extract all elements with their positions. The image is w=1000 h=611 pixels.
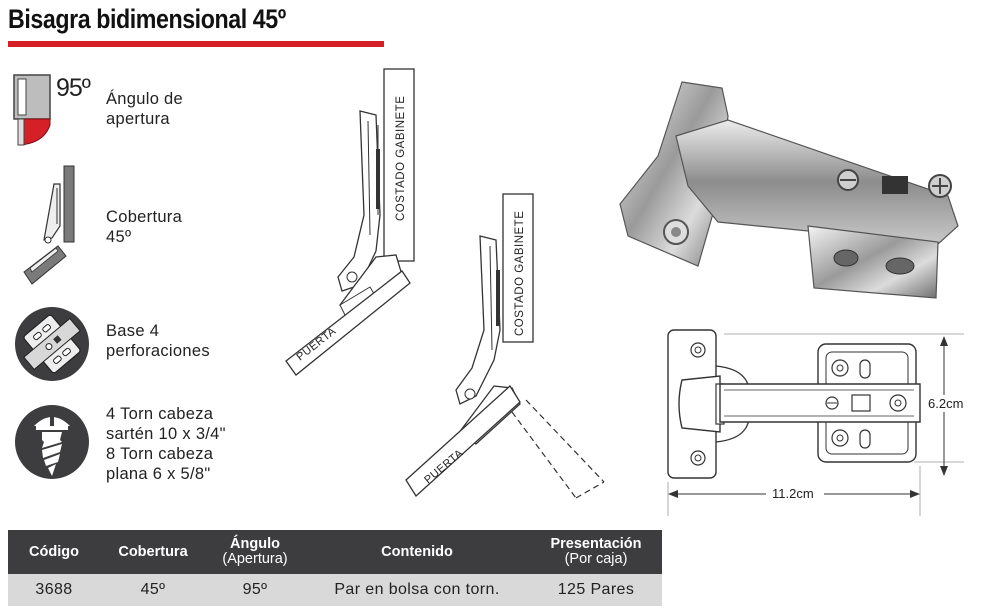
height-dimension: 6.2cm xyxy=(926,395,966,412)
cell-contenido: Par en bolsa con torn. xyxy=(304,574,530,606)
header-codigo: Código xyxy=(8,530,100,574)
base-plate-text: Base 4 perforaciones xyxy=(106,321,210,361)
hinge-product-photo xyxy=(619,81,959,299)
installation-diagram-closed: COSTADO GABINETE PUERTA xyxy=(285,68,415,376)
opening-angle-icon xyxy=(13,74,51,146)
cabinet-label: COSTADO GABINETE xyxy=(395,96,407,221)
width-dimension: 11.2cm xyxy=(772,486,814,501)
cell-angulo: 95º xyxy=(206,574,304,606)
feature-line: plana 6 x 5/8" xyxy=(106,465,211,483)
cell-cobertura: 45º xyxy=(100,574,206,606)
table-header-row: Código Cobertura Ángulo(Apertura) Conten… xyxy=(8,530,662,574)
screw-icon xyxy=(15,405,89,479)
hinge-technical-drawing xyxy=(667,329,964,516)
feature-line: sartén 10 x 3/4" xyxy=(106,425,226,443)
header-presentacion: Presentación(Por caja) xyxy=(530,530,662,574)
cabinet-label: COSTADO GABINETE xyxy=(514,211,526,336)
opening-angle-text: Ángulo de apertura xyxy=(106,89,183,129)
feature-line: perforaciones xyxy=(106,342,210,360)
spec-table: Código Cobertura Ángulo(Apertura) Conten… xyxy=(8,530,662,606)
title-underline xyxy=(8,41,384,47)
feature-line: 45º xyxy=(106,228,132,246)
overlay-text: Cobertura 45º xyxy=(106,207,182,247)
opening-angle-badge: 95º xyxy=(56,74,91,102)
header-cobertura: Cobertura xyxy=(100,530,206,574)
installation-diagram-open: COSTADO GABINETE PUERTA xyxy=(405,193,605,499)
feature-line: 4 Torn cabeza xyxy=(106,405,214,423)
header-contenido: Contenido xyxy=(304,530,530,574)
cell-codigo: 3688 xyxy=(8,574,100,606)
feature-line: 8 Torn cabeza xyxy=(106,445,214,463)
overlay-45-icon xyxy=(23,165,75,285)
page-title: Bisagra bidimensional 45º xyxy=(8,4,286,34)
base-plate-icon xyxy=(15,307,89,381)
header-angulo: Ángulo(Apertura) xyxy=(206,530,304,574)
table-row: 3688 45º 95º Par en bolsa con torn. 125 … xyxy=(8,574,662,606)
feature-line: Base 4 xyxy=(106,322,160,340)
feature-line: Ángulo de xyxy=(106,90,184,108)
cell-presentacion: 125 Pares xyxy=(530,574,662,606)
feature-line: Cobertura xyxy=(106,208,183,226)
feature-line: apertura xyxy=(106,110,170,128)
screws-text: 4 Torn cabeza sartén 10 x 3/4" 8 Torn ca… xyxy=(106,404,226,484)
